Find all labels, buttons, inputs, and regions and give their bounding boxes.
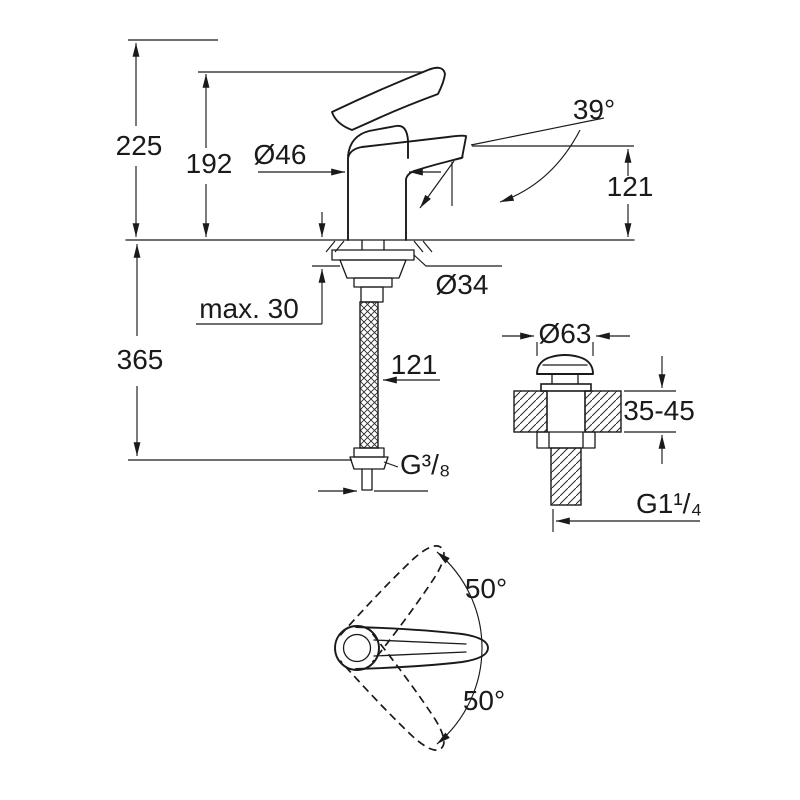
- dim-handle-height: 192: [186, 71, 424, 237]
- hose-end-cap: [353, 447, 385, 458]
- dim-swing-up: 50°: [465, 573, 507, 604]
- dimensions: 225 192 Ø46 39° 121: [116, 39, 702, 716]
- braided-hose: [359, 301, 379, 449]
- leader-supply-thread: [383, 461, 399, 468]
- aerator-line: [448, 156, 464, 162]
- dim-hole-diameter: Ø34: [413, 254, 502, 300]
- label-total-height: 225: [116, 130, 163, 161]
- label-body-diameter: Ø46: [254, 139, 307, 170]
- drain-threaded-tail: [550, 447, 582, 506]
- label-drain-diameter: Ø63: [539, 318, 592, 349]
- label-supply-thread: G³/₈: [400, 449, 451, 480]
- label-hole-diameter: Ø34: [436, 269, 489, 300]
- hose-end-nut: [349, 456, 389, 470]
- stream-arrow: [419, 160, 455, 209]
- handle-pivot-circle: [334, 625, 380, 671]
- handle-inner-line-top: [373, 639, 467, 645]
- label-drain-thread: G1¹/₄: [636, 488, 702, 519]
- label-drain-deck-thickness: 35-45: [623, 395, 695, 426]
- dim-swing-down: 50°: [463, 685, 505, 716]
- dim-total-height: 225: [116, 39, 218, 237]
- nut-step: [353, 277, 393, 288]
- label-swing-down: 50°: [463, 685, 505, 716]
- swing-arc-up: [436, 551, 483, 649]
- angle-leader: [470, 117, 605, 146]
- supply-hose: [349, 301, 389, 491]
- hose-end-tube: [361, 468, 373, 491]
- dim-projection: 121: [383, 349, 440, 384]
- drain-body-lines: [546, 390, 586, 433]
- dim-max-mounting: max. 30: [196, 212, 340, 325]
- leader-hole: [413, 254, 502, 267]
- shank-lines: [361, 239, 385, 251]
- handle-front-cap: [335, 626, 357, 670]
- dim-drain-deck-thickness: 35-45: [623, 356, 695, 464]
- handle-position-up: [339, 545, 445, 663]
- mounting-hardware: [325, 239, 433, 303]
- mounting-nut: [339, 259, 407, 279]
- washer-plate: [331, 249, 415, 261]
- label-hose-length: 365: [117, 344, 164, 375]
- lever-handle: [331, 66, 446, 131]
- handle-position-down: [339, 633, 445, 751]
- deck-hatch-right: [413, 240, 433, 253]
- swing-arc-down: [436, 647, 483, 745]
- dim-stream-angle: 39°: [470, 94, 615, 203]
- label-handle-height: 192: [186, 148, 233, 179]
- label-stream-angle: 39°: [573, 94, 615, 125]
- label-max-mounting: max. 30: [199, 293, 299, 324]
- popup-stem: [551, 373, 579, 385]
- deck-hatch-left: [325, 240, 345, 253]
- hose-adapter: [360, 286, 384, 303]
- deck-section-right: [584, 390, 622, 433]
- dim-body-diameter: Ø46: [254, 139, 441, 176]
- dim-hose-length: 365: [117, 244, 352, 461]
- dim-spout-height: 121: [472, 145, 654, 237]
- dim-supply-thread: G³/₈: [318, 449, 451, 495]
- handle-inner-line-bottom: [373, 651, 467, 657]
- lever-neck: [347, 124, 409, 159]
- deck-section-left: [513, 390, 548, 433]
- drain-nut: [536, 431, 596, 449]
- handle-pivot-inner: [342, 633, 372, 663]
- popup-cap: [536, 354, 594, 375]
- label-swing-up: 50°: [465, 573, 507, 604]
- drain-assembly: [513, 354, 622, 506]
- label-spout-height: 121: [607, 171, 654, 202]
- handle-outline: [355, 626, 489, 670]
- drain-flange: [540, 383, 592, 392]
- label-projection: 121: [391, 349, 438, 380]
- dim-drain-thread: G1¹/₄: [552, 488, 702, 532]
- drain-nut-facets: [548, 431, 584, 449]
- dim-drain-diameter: Ø63: [502, 318, 630, 356]
- angle-arc: [499, 129, 581, 203]
- faucet-body-spout: [347, 134, 467, 241]
- handle-top-view: [334, 545, 489, 751]
